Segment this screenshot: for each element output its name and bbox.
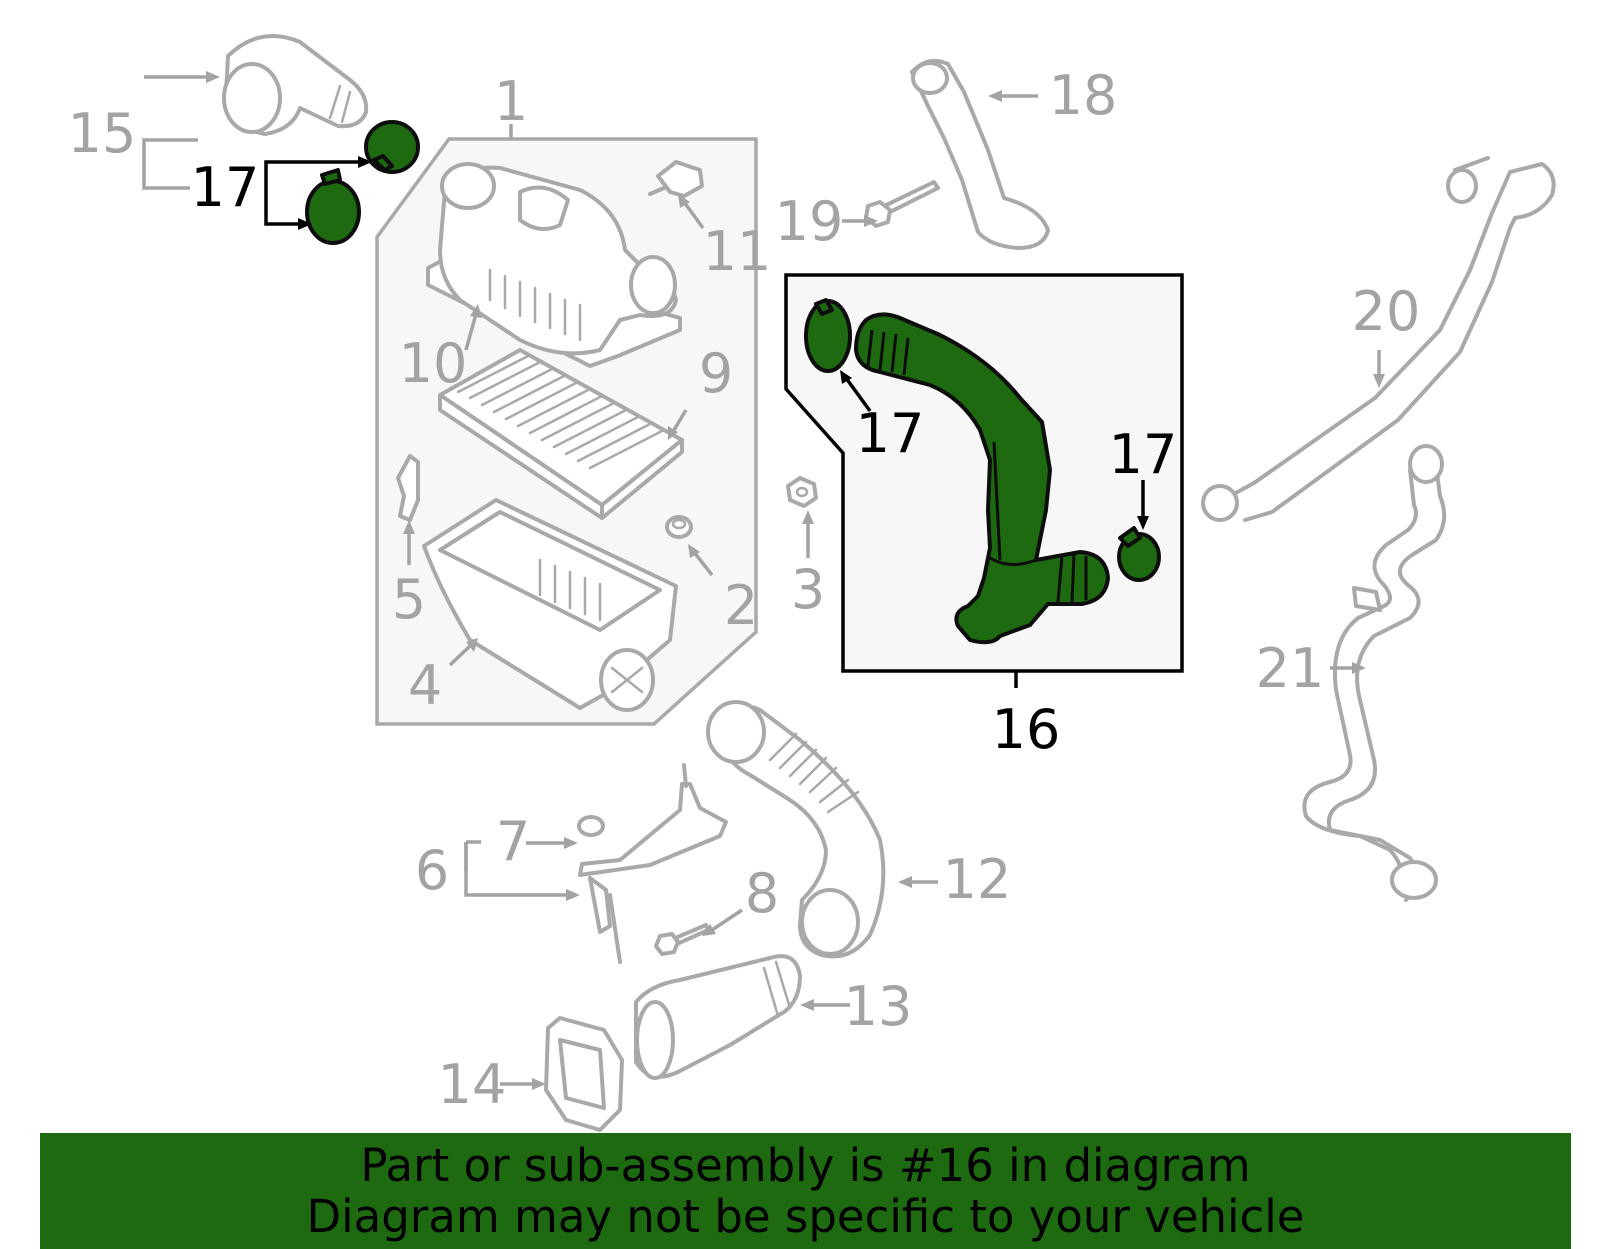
label-18: 18 [1049,64,1118,127]
label-2: 2 [724,574,758,637]
air-inlet-tube-16[interactable] [854,312,1110,645]
label-12: 12 [943,848,1012,911]
label-19: 19 [775,190,844,253]
hose-clamp-upper[interactable] [364,120,420,174]
bolt-19[interactable] [864,180,940,228]
outlet-hose-upper[interactable] [222,34,369,136]
banner-line-disclaimer: Diagram may not be specific to your vehi… [306,1190,1305,1243]
label-9: 9 [699,342,733,405]
label-6: 6 [415,839,449,902]
air-cleaner-lower-housing[interactable] [422,498,678,712]
air-cleaner-cover[interactable] [426,162,682,368]
grommet[interactable] [665,515,693,539]
label-10: 10 [399,332,468,395]
hose-clamp-box-left[interactable] [804,298,852,373]
nut-3[interactable] [786,476,818,508]
label-4: 4 [408,654,442,717]
grommet-7[interactable] [577,815,605,837]
bracket-assembly-6[interactable] [578,763,728,964]
label-5: 5 [392,568,426,631]
intake-duct-13[interactable] [634,954,802,1080]
banner-line-part: Part or sub-assembly is #16 in diagram [360,1139,1251,1192]
label-15: 15 [68,102,137,165]
air-filter-element[interactable] [438,348,684,520]
label-20: 20 [1352,280,1421,343]
label-21: 21 [1256,637,1325,700]
vent-hose-21[interactable] [1302,444,1447,902]
label-16: 16 [992,698,1061,761]
label-7: 7 [496,810,530,873]
label-1: 1 [494,70,528,133]
corrugated-hose-12[interactable] [706,700,886,959]
vent-hose-20[interactable] [1201,156,1556,522]
label-3: 3 [791,558,825,621]
hose-clamp-box-right[interactable] [1117,526,1161,582]
mounting-bracket[interactable] [396,454,420,522]
label-17-box-right: 17 [1109,423,1178,486]
label-17-upper: 17 [191,156,260,219]
label-14: 14 [438,1053,507,1116]
label-8: 8 [745,862,779,925]
label-11: 11 [703,220,772,283]
label-13: 13 [844,975,913,1038]
air-duct-18[interactable] [910,58,1050,250]
bolt-8[interactable] [654,923,710,956]
info-banner: Part or sub-assembly is #16 in diagram D… [40,1133,1571,1249]
hose-clamp-lower[interactable] [305,168,361,245]
mass-air-flow-sensor[interactable] [648,160,704,198]
label-17-box-left: 17 [856,402,925,465]
sensor-housing-14[interactable] [544,1016,624,1132]
